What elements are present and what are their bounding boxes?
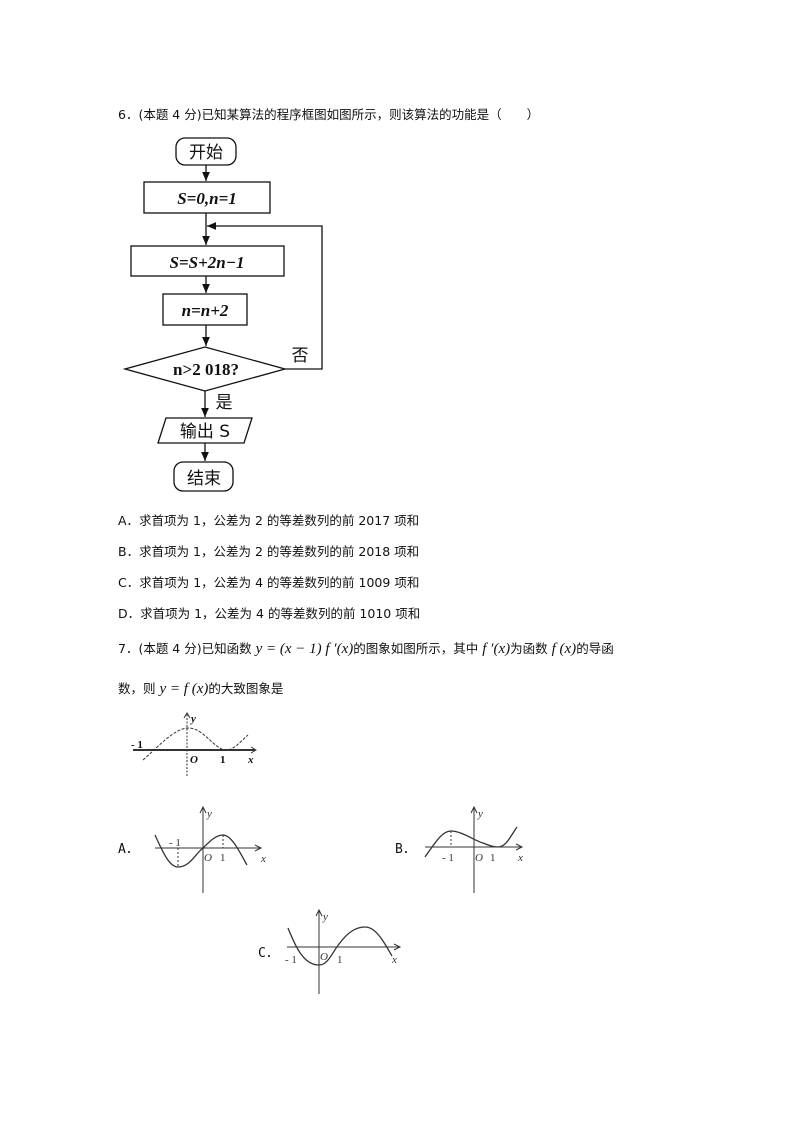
q7-stem-end: 的导函 (576, 641, 614, 656)
c-one-label: 1 (337, 954, 343, 966)
q7-line2-prefix: 数，则 (118, 681, 156, 696)
q7-option-a-graph: y x O - 1 1 (154, 805, 266, 893)
given-neg1-label: - 1 (131, 739, 143, 751)
given-x-label: x (247, 754, 254, 766)
q6-option-d: D．求首项为 1，公差为 4 的等差数列的前 1010 项和 (118, 606, 421, 621)
a-one-label: 1 (220, 852, 226, 864)
q7-option-c-label: C． (258, 946, 279, 961)
q7-expr4: y = f (x) (159, 681, 209, 697)
c-neg1-label: - 1 (285, 954, 297, 966)
q7-option-a-label: A． (118, 842, 139, 857)
q7-stem-mid: 的图象如图所示，其中 (353, 641, 479, 656)
q6-option-a: A．求首项为 1，公差为 2 的等差数列的前 2017 项和 (118, 513, 420, 528)
q7-option-b-label: B． (395, 842, 416, 857)
q7-stem-line2: 数，则 y = f (x)的大致图象是 (118, 678, 283, 698)
q6-option-c: C．求首项为 1，公差为 4 的等差数列的前 1009 项和 (118, 575, 420, 590)
q7-stem-prefix: 7．(本题 4 分)已知函数 (118, 641, 252, 656)
q7-expr3: f (x) (551, 641, 577, 657)
flow-loop-line (207, 222, 323, 370)
given-origin-label: O (190, 754, 198, 766)
given-one-label: 1 (220, 754, 226, 766)
q6-stem: 6．(本题 4 分)已知某算法的程序框图如图所示，则该算法的功能是（ ） (118, 107, 540, 122)
q7-expr1: y = (x − 1) f ′(x) (255, 641, 354, 657)
flow-update-n-box (162, 293, 248, 326)
flow-update-n-label: n=n+2 (182, 301, 229, 320)
q7-line2-end: 的大致图象是 (208, 681, 284, 696)
q6-option-b: B．求首项为 1，公差为 2 的等差数列的前 2018 项和 (118, 544, 420, 559)
b-origin-label: O (475, 852, 483, 864)
q7-expr2: f ′(x) (482, 641, 511, 657)
b-x-label: x (517, 852, 523, 864)
a-origin-label: O (204, 852, 212, 864)
flow-end-box (173, 461, 234, 492)
q7-stem-line1: 7．(本题 4 分)已知函数 y = (x − 1) f ′(x)的图象如图所示… (118, 638, 614, 658)
flow-no-label: 否 (292, 346, 309, 366)
flow-output-label: 输出 S (180, 422, 230, 442)
c-origin-label: O (320, 951, 328, 963)
b-one-label: 1 (490, 852, 496, 864)
flow-output-box (157, 417, 253, 444)
flow-update-s-box (130, 245, 285, 277)
flow-init-box (143, 181, 271, 214)
q7-stem-mid2: 为函数 (510, 641, 548, 656)
q7-option-c-graph: y x O - 1 1 (285, 908, 402, 994)
flow-start-label: 开始 (189, 143, 223, 163)
flow-init-label: S=0,n=1 (177, 189, 237, 208)
flow-yes-label: 是 (216, 393, 233, 413)
flow-update-s-label: S=S+2n−1 (169, 253, 244, 272)
flow-condition-label: n>2 018? (173, 360, 239, 379)
c-y-label: y (322, 911, 328, 923)
given-y-label: y (189, 713, 196, 725)
q7-given-graph: y x O - 1 1 (131, 712, 257, 776)
c-x-label: x (391, 954, 397, 966)
a-x-label: x (260, 853, 266, 865)
flow-end-label: 结束 (187, 469, 221, 489)
b-y-label: y (477, 808, 483, 820)
a-y-label: y (206, 808, 212, 820)
q7-option-b-graph: y x O - 1 1 (424, 805, 524, 893)
q6-flowchart: 开始 S=0,n=1 S=S+2n−1 n=n+2 n>2 018? 否 是 输… (122, 137, 323, 492)
b-neg1-label: - 1 (442, 852, 454, 864)
a-neg1-label: - 1 (169, 837, 181, 849)
